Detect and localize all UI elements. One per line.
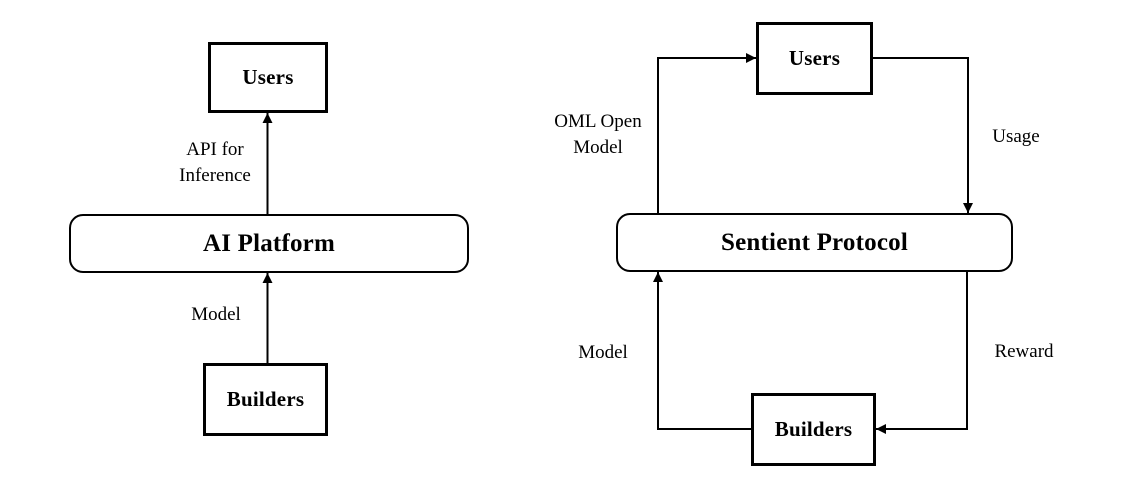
edge-label-usage: Usage bbox=[992, 126, 1040, 147]
edge-label-oml-open-model: OML Open Model bbox=[554, 111, 642, 158]
arrow-protocol-to-users bbox=[657, 53, 756, 213]
right-users-box: Users bbox=[756, 22, 873, 95]
left-ai-platform-box: AI Platform bbox=[69, 214, 469, 273]
edge-label-api-for-inference: API for Inference bbox=[179, 139, 251, 186]
arrow-users-to-protocol bbox=[873, 57, 973, 213]
edge-label-right-model: Model bbox=[578, 342, 628, 363]
right-sentient-protocol-box: Sentient Protocol bbox=[616, 213, 1013, 272]
left-builders-box: Builders bbox=[203, 363, 328, 436]
right-builders-box: Builders bbox=[751, 393, 876, 466]
edge-label-reward: Reward bbox=[994, 341, 1054, 362]
left-users-box: Users bbox=[208, 42, 328, 113]
arrow-protocol-to-builders bbox=[876, 272, 968, 434]
edge-label-left-model: Model bbox=[191, 304, 241, 325]
arrow-builders-to-protocol bbox=[653, 272, 751, 430]
